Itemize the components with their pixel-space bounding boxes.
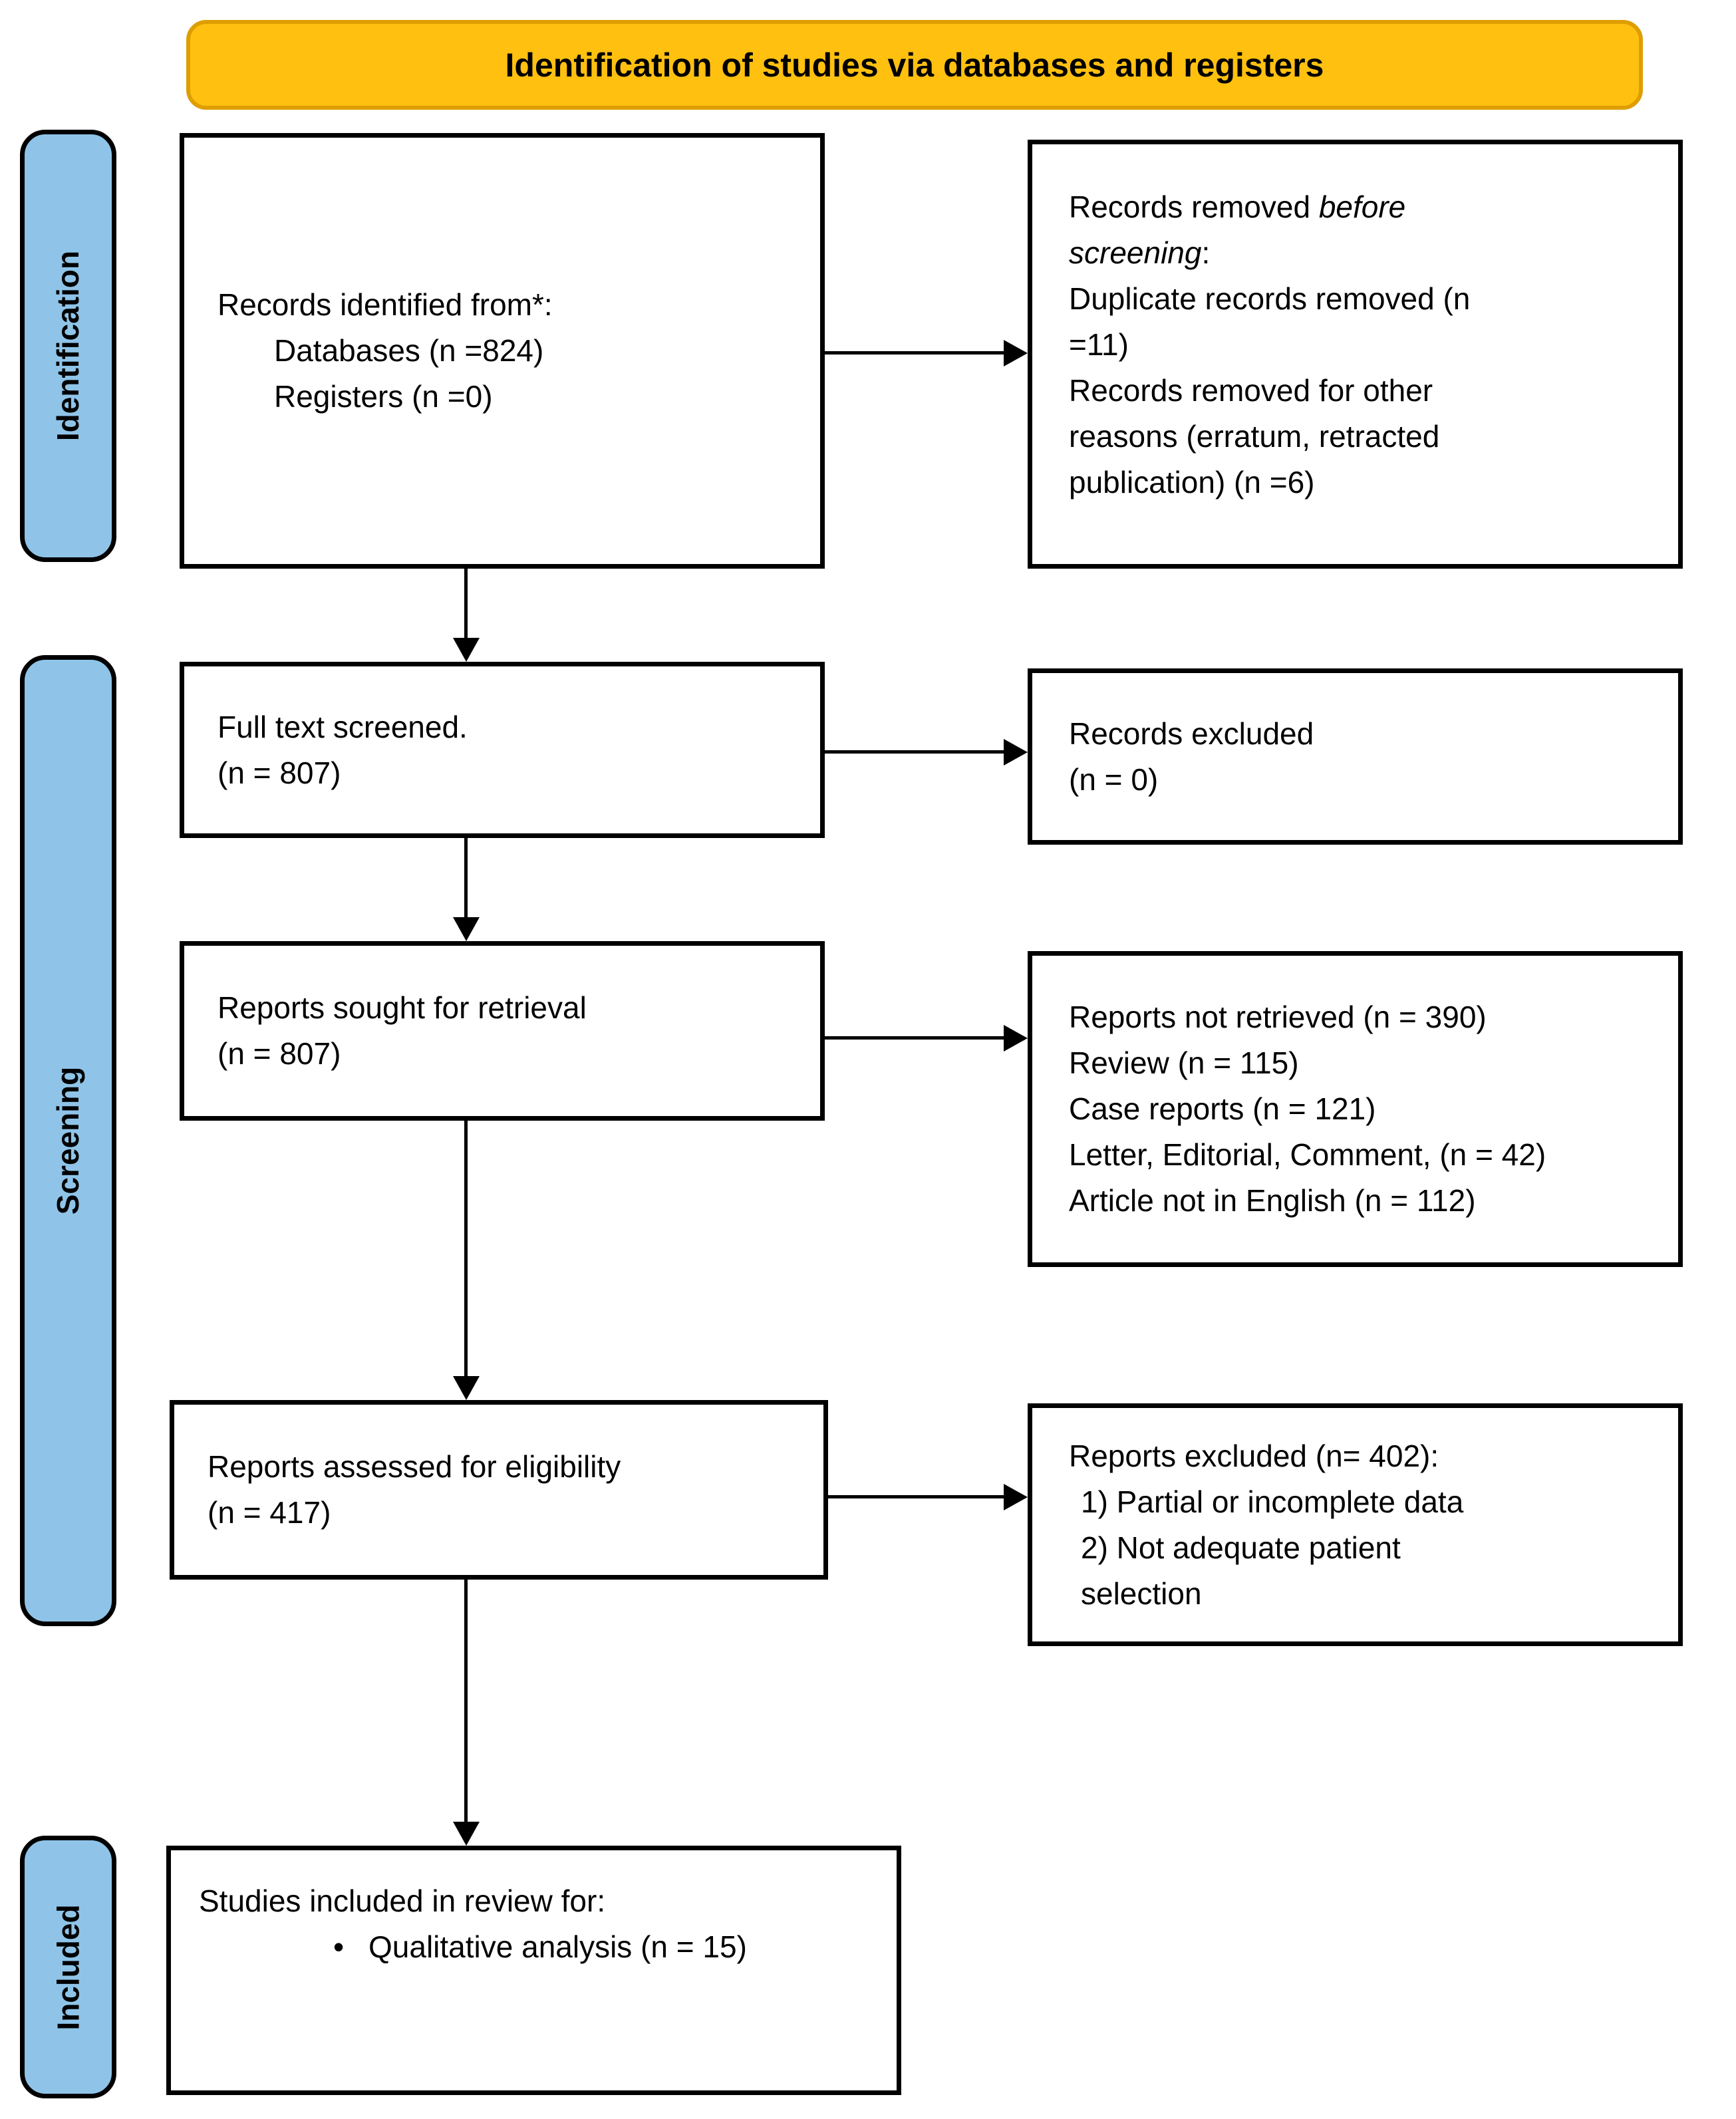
not-retrieved-line5: Article not in English (n = 112) — [1069, 1183, 1476, 1218]
reports-sought-line1: Reports sought for retrieval — [217, 990, 587, 1025]
records-excluded-line1: Records excluded — [1069, 716, 1314, 751]
box-records-excluded: Records excluded (n = 0) — [1028, 668, 1683, 845]
records-identified-databases: Databases (n =824) — [274, 333, 544, 368]
box-records-identified: Records identified from*: Databases (n =… — [180, 133, 825, 569]
arrow-down-2-line — [464, 838, 468, 918]
box-reports-sought: Reports sought for retrieval (n = 807) — [180, 941, 825, 1121]
full-text-line1: Full text screened. — [217, 709, 468, 744]
stage-bar-identification: Identification — [20, 130, 116, 562]
not-retrieved-line3: Case reports (n = 121) — [1069, 1091, 1376, 1126]
reports-assessed-line1: Reports assessed for eligibility — [208, 1449, 621, 1484]
records-excluded-line2: (n = 0) — [1069, 762, 1159, 797]
arrow-right-3-head — [1004, 1025, 1028, 1052]
banner-title: Identification of studies via databases … — [186, 20, 1643, 110]
arrow-right-1-head — [1004, 340, 1028, 366]
arrow-down-1-line — [464, 569, 468, 638]
full-text-line2: (n = 807) — [217, 755, 341, 790]
arrow-down-3-head — [453, 1376, 480, 1400]
records-removed-lead-suffix: : — [1201, 235, 1211, 270]
arrow-down-4-head — [453, 1822, 480, 1846]
studies-included-bullet-row: • Qualitative analysis (n = 15) — [199, 1924, 897, 1970]
arrow-right-4-line — [828, 1495, 1004, 1498]
stage-bar-included: Included — [20, 1836, 116, 2098]
records-identified-registers: Registers (n =0) — [274, 379, 493, 414]
stage-bar-screening: Screening — [20, 655, 116, 1626]
reports-excluded-reason-2: 2) Not adequate patient selection — [1081, 1530, 1401, 1611]
records-removed-lead: Records removed before screening: — [1069, 184, 1495, 276]
arrow-right-2-head — [1004, 739, 1028, 766]
arrow-down-4-line — [464, 1580, 468, 1822]
reports-assessed-line2: (n = 417) — [208, 1495, 331, 1530]
records-removed-duplicates: Duplicate records removed (n =11) — [1069, 281, 1471, 362]
records-identified-title: Records identified from*: — [217, 287, 553, 322]
not-retrieved-line2: Review (n = 115) — [1069, 1046, 1299, 1080]
box-full-text-screened: Full text screened. (n = 807) — [180, 662, 825, 838]
studies-included-title: Studies included in review for: — [199, 1884, 606, 1918]
arrow-right-3-line — [825, 1036, 1004, 1040]
reports-excluded-reason-1: 1) Partial or incomplete data — [1081, 1484, 1464, 1519]
bullet-icon: • — [333, 1929, 345, 1964]
arrow-right-1-line — [825, 351, 1004, 354]
box-studies-included: Studies included in review for: • Qualit… — [166, 1846, 901, 2095]
box-reports-not-retrieved: Reports not retrieved (n = 390) Review (… — [1028, 951, 1683, 1267]
stage-label-identification: Identification — [51, 250, 86, 442]
arrow-down-3-line — [464, 1121, 468, 1377]
banner-title-text: Identification of studies via databases … — [505, 46, 1324, 84]
reports-sought-line2: (n = 807) — [217, 1036, 341, 1071]
box-reports-excluded: Reports excluded (n= 402): 1) Partial or… — [1028, 1403, 1683, 1646]
reports-excluded-text: Reports excluded (n= 402): 1) Partial or… — [1069, 1433, 1481, 1617]
arrow-right-2-line — [825, 750, 1004, 754]
studies-included-qualitative: Qualitative analysis (n = 15) — [368, 1929, 747, 1964]
records-removed-lead-italic: before screening — [1069, 190, 1406, 270]
arrow-right-4-head — [1004, 1484, 1028, 1510]
records-removed-lead-text: Records removed — [1069, 190, 1319, 224]
arrow-down-2-head — [453, 917, 480, 941]
stage-label-included: Included — [51, 1904, 86, 2031]
records-removed-text: Records removed before screening: Duplic… — [1069, 184, 1495, 505]
arrow-down-1-head — [453, 638, 480, 662]
stage-label-screening: Screening — [51, 1066, 86, 1215]
records-removed-other: Records removed for other reasons (errat… — [1069, 373, 1440, 499]
box-reports-assessed: Reports assessed for eligibility (n = 41… — [170, 1400, 828, 1580]
box-records-removed: Records removed before screening: Duplic… — [1028, 140, 1683, 569]
not-retrieved-line4: Letter, Editorial, Comment, (n = 42) — [1069, 1137, 1546, 1172]
reports-excluded-title: Reports excluded (n= 402): — [1069, 1438, 1439, 1473]
not-retrieved-line1: Reports not retrieved (n = 390) — [1069, 1000, 1487, 1034]
